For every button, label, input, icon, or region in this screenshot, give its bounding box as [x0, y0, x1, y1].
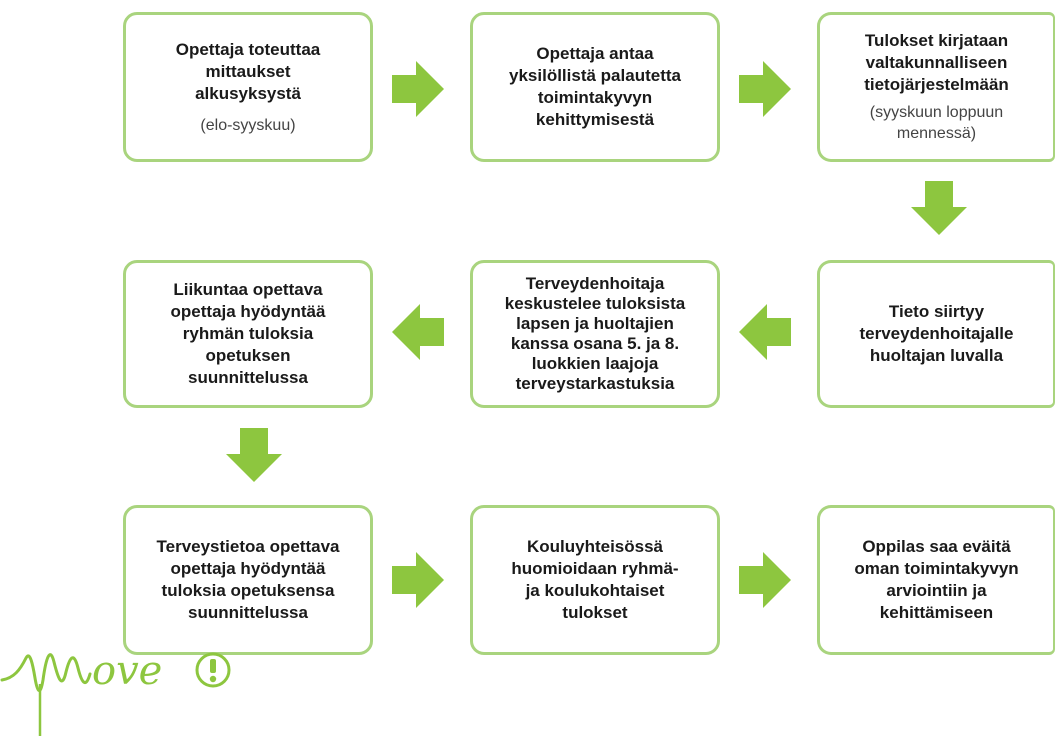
step-2-box: Opettaja antaa yksilöllistä palautetta t…: [470, 12, 720, 162]
step-7-text: Terveystietoa opettava opettaja hyödyntä…: [156, 537, 340, 622]
arrow-left-icon: [392, 304, 444, 360]
arrow-right-icon: [392, 552, 444, 608]
step-1-box: Opettaja toteuttaa mittaukset alkusyksys…: [123, 12, 373, 162]
move-logo: ove: [0, 648, 231, 736]
step-2-text: Opettaja antaa yksilöllistä palautetta t…: [509, 44, 681, 129]
arrow-down-icon: [226, 428, 282, 482]
step-5-box: Terveydenhoitaja keskustelee tuloksista …: [470, 260, 720, 408]
arrow-right-icon: [392, 61, 444, 117]
step-6-text: Liikuntaa opettava opettaja hyödyntää ry…: [170, 280, 326, 387]
step-4-text: Tieto siirtyy terveydenhoitajalle huolta…: [859, 302, 1014, 365]
arrow-left-icon: [739, 304, 791, 360]
step-6-box: Liikuntaa opettava opettaja hyödyntää ry…: [123, 260, 373, 408]
step-8-box: Kouluyhteisössä huomioidaan ryhmä- ja ko…: [470, 505, 720, 655]
step-5-text: Terveydenhoitaja keskustelee tuloksista …: [504, 274, 686, 393]
step-7-box: Terveystietoa opettava opettaja hyödyntä…: [123, 505, 373, 655]
step-3-text: Tulokset kirjataan valtakunnalliseen tie…: [864, 31, 1009, 94]
step-1-text: Opettaja toteuttaa mittaukset alkusyksys…: [175, 39, 321, 103]
logo-text: ove: [92, 648, 162, 694]
arrow-down-icon: [911, 181, 967, 235]
step-1-note: (elo-syyskuu): [200, 116, 296, 134]
step-3-note: (syyskuun loppuun mennessä): [869, 104, 1004, 142]
step-9-text: Oppilas saa eväitä oman toimintakyvyn ar…: [854, 537, 1019, 622]
arrow-right-icon: [739, 61, 791, 117]
step-8-text: Kouluyhteisössä huomioidaan ryhmä- ja ko…: [511, 537, 679, 622]
step-9-box: Oppilas saa eväitä oman toimintakyvyn ar…: [817, 505, 1055, 655]
step-4-box: Tieto siirtyy terveydenhoitajalle huolta…: [817, 260, 1055, 408]
arrow-right-icon: [739, 552, 791, 608]
step-3-box: Tulokset kirjataan valtakunnalliseen tie…: [817, 12, 1055, 162]
